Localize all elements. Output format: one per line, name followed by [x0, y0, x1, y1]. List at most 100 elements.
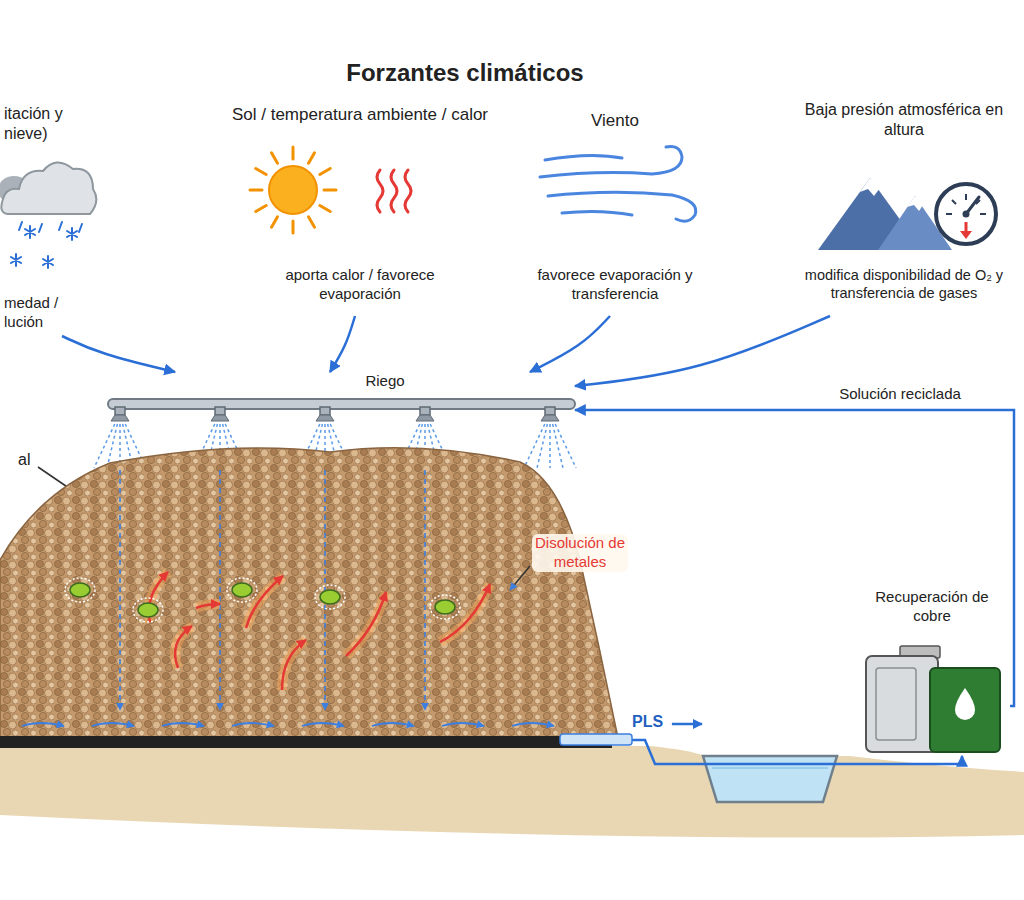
irrigation-pipe [316, 415, 334, 421]
heap-shape [196, 604, 220, 608]
snowflake [43, 256, 53, 268]
mountain-icon [860, 178, 880, 196]
heap-shape [65, 578, 95, 602]
sun-icon [269, 166, 317, 214]
irrigation-pipe [541, 415, 559, 421]
irrigation-pipe [555, 424, 576, 468]
node-body: modifica disponibilidad de O₂ y transfer… [790, 266, 1018, 302]
heap-shape [512, 723, 554, 726]
heap-shape [315, 585, 345, 609]
heap-shape [162, 723, 204, 726]
pressure-gauge [960, 231, 972, 239]
node-heading: Recuperación de cobre [856, 588, 1008, 626]
heap-shape [430, 595, 460, 619]
heap-shape [560, 734, 632, 745]
pls-flow [632, 740, 962, 764]
wind-icon [540, 146, 682, 177]
leach-heap: Disolución de metales [0, 430, 632, 748]
irrigation-pipe [549, 424, 551, 468]
heap-shape [372, 723, 414, 726]
heap-shape [175, 626, 192, 668]
part-label: al [18, 450, 30, 470]
sun-icon [309, 153, 315, 163]
irrigation-pipe [420, 407, 430, 415]
sun-icon [292, 221, 295, 233]
sun-icon [309, 217, 315, 227]
copper-recovery-unit [930, 668, 1000, 752]
recycle-flow [575, 410, 1014, 706]
snowflake [11, 254, 21, 266]
forcing-arrow [530, 316, 610, 372]
node-heading: Baja presión atmosférica en altura [790, 100, 1018, 140]
heap-shape [232, 583, 252, 597]
copper-recovery-unit [955, 688, 975, 720]
collection-pond [712, 767, 828, 769]
sun-icon [320, 169, 330, 175]
sun-icon [320, 206, 330, 212]
heap-shape [442, 723, 484, 726]
node-body: aporta calor / favorece evaporación [260, 266, 460, 304]
heap-shape [92, 723, 134, 726]
climate-forcing: Viento favorece evaporación y transferenc… [525, 110, 707, 316]
node-heading: itación y nieve) [4, 104, 70, 144]
heap-shape [227, 578, 257, 602]
forcing-arrow [330, 316, 355, 372]
sun-icon [292, 147, 295, 159]
heap-shape [246, 576, 283, 628]
ground [0, 746, 1024, 838]
copper-recovery-unit [866, 656, 938, 752]
heap-shape [232, 723, 274, 726]
wind-icon [545, 155, 622, 160]
mountain-icon [818, 178, 952, 250]
node-body: medad / lución [4, 294, 66, 332]
climate-forcing: Baja presión atmosférica en altura modifi… [790, 100, 1020, 316]
flow-arrow [670, 723, 702, 726]
irrigation-pipe [545, 407, 555, 415]
sun-icon [272, 153, 278, 163]
mountain-icon [907, 196, 923, 211]
heap-shape [0, 448, 618, 738]
node-heading: Disolución de metales [532, 534, 628, 572]
heap-shape [320, 590, 340, 604]
node-heading: Sol / temperatura ambiente / calor [210, 104, 510, 125]
heap-shape [246, 576, 283, 628]
irrigation-pipe [211, 415, 229, 421]
pressure-gauge [936, 184, 996, 244]
heap-shape [22, 723, 64, 726]
connector-label: Solución reciclada [820, 385, 980, 404]
heap-shape [424, 470, 426, 710]
heap-shape [138, 603, 158, 617]
pressure-gauge [936, 184, 996, 244]
precipitation-icon [0, 162, 96, 268]
node-heading: Viento [525, 110, 705, 131]
irrigation-pipe [215, 407, 225, 415]
heap-shape [219, 470, 221, 710]
ground [0, 746, 1024, 838]
heap-shape [175, 626, 192, 668]
heap-shape [282, 640, 306, 690]
recovery-plant: Recuperación de cobre [856, 588, 1010, 756]
snowflake [11, 226, 77, 268]
sun-icon [250, 147, 336, 233]
pressure-gauge [963, 211, 970, 218]
diagram-title: Forzantes climáticos [250, 58, 680, 88]
irrigation-pipe [115, 407, 125, 415]
heat-waves [377, 170, 411, 212]
snowflake [67, 228, 77, 240]
wind-icon [540, 146, 696, 221]
heap-shape [70, 583, 90, 597]
irrigation-pipe [524, 424, 545, 468]
heap-shape [196, 604, 220, 608]
irrigation-line: Riego [100, 372, 575, 424]
heap-shape [302, 723, 344, 726]
sun-icon [324, 189, 336, 192]
heap-shape [0, 736, 612, 748]
copper-recovery-unit [866, 646, 1000, 752]
irrigation-pipe [416, 415, 434, 421]
heap-shape [435, 600, 455, 614]
heap-shape [119, 470, 121, 710]
node-body: favorece evaporación y transferencia [525, 266, 705, 304]
heap-shape [510, 566, 530, 590]
climate-forcing: itación y nieve) medad / lución [0, 104, 118, 336]
